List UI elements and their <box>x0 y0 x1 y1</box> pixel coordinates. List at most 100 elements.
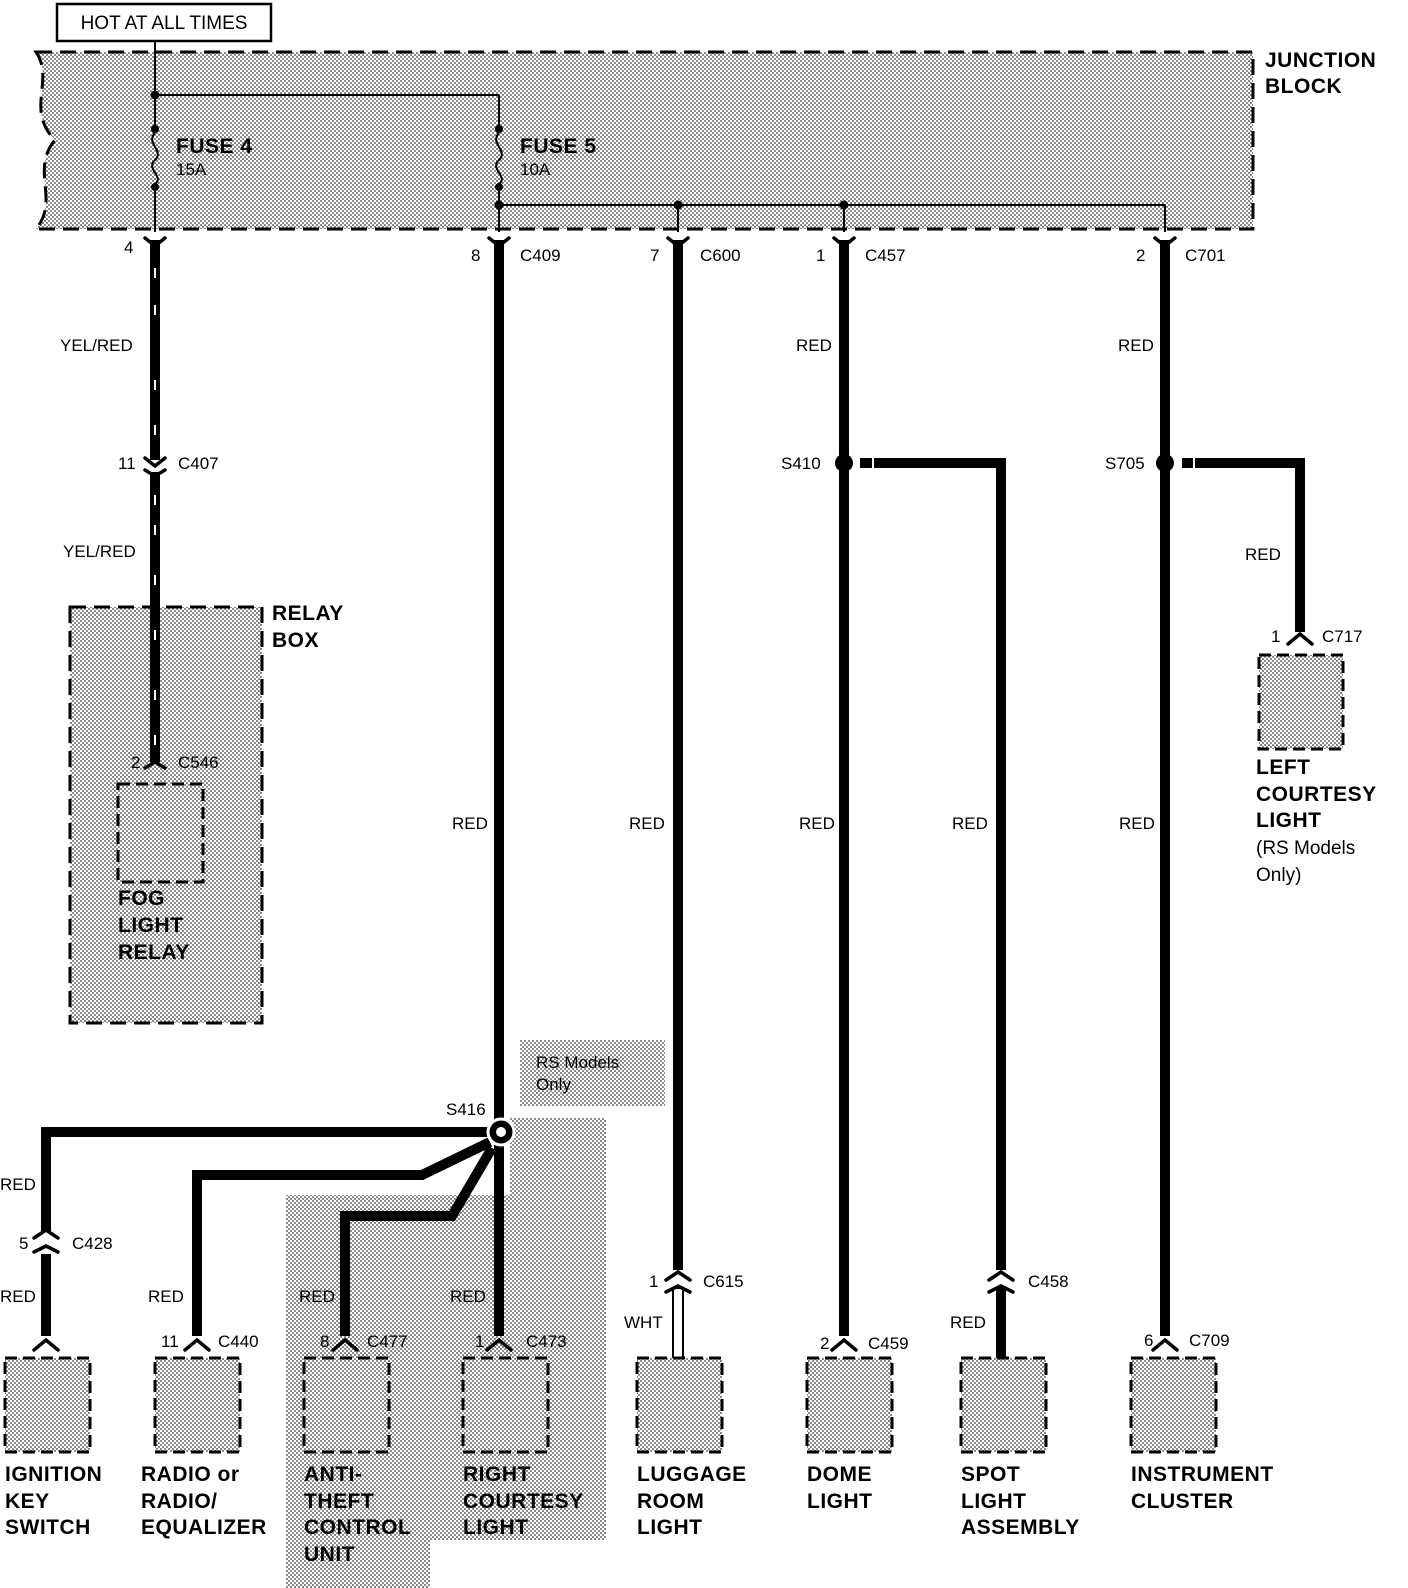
svg-text:1: 1 <box>1271 627 1280 646</box>
svg-text:SWITCH: SWITCH <box>5 1516 91 1539</box>
svg-text:CLUSTER: CLUSTER <box>1131 1490 1234 1513</box>
svg-text:11: 11 <box>118 454 136 473</box>
svg-text:2: 2 <box>131 753 140 772</box>
hot-at-all-times-box <box>55 2 273 43</box>
svg-text:4: 4 <box>124 238 133 257</box>
connector-labels: 4 8 C409 7 C600 1 C457 2 C701 11 C407 2 … <box>19 238 1363 1353</box>
svg-text:RADIO/: RADIO/ <box>141 1490 218 1513</box>
svg-text:ROOM: ROOM <box>637 1490 704 1513</box>
svg-text:2: 2 <box>1136 246 1145 265</box>
anti-theft-control-unit-label: ANTI- THEFT CONTROL UNIT <box>304 1463 411 1566</box>
svg-text:C709: C709 <box>1189 1331 1230 1350</box>
svg-text:RED: RED <box>0 1175 36 1194</box>
svg-text:COURTESY: COURTESY <box>463 1490 584 1513</box>
branch-gap-marks <box>872 458 1195 468</box>
splice-s416-center <box>496 1127 506 1137</box>
svg-text:2: 2 <box>820 1334 829 1353</box>
svg-text:LIGHT: LIGHT <box>1256 809 1322 832</box>
fuse-5: FUSE 5 10A <box>495 125 596 191</box>
luggage-room-light-box <box>635 1356 724 1454</box>
ignition-key-switch-label: IGNITION KEY SWITCH <box>5 1463 102 1539</box>
ignition-key-switch-box <box>3 1356 92 1454</box>
svg-text:7: 7 <box>650 246 659 265</box>
junction-block-label-1: JUNCTION <box>1265 49 1376 72</box>
right-courtesy-light-label: RIGHT COURTESY LIGHT <box>463 1463 584 1539</box>
svg-text:LIGHT: LIGHT <box>807 1490 873 1513</box>
spot-light-assembly-label: SPOT LIGHT ASSEMBLY <box>961 1463 1080 1539</box>
svg-text:RED: RED <box>799 814 835 833</box>
svg-text:LIGHT: LIGHT <box>118 914 184 937</box>
svg-text:LIGHT: LIGHT <box>463 1516 529 1539</box>
svg-text:5: 5 <box>19 1234 28 1253</box>
svg-text:C428: C428 <box>72 1234 113 1253</box>
svg-text:ASSEMBLY: ASSEMBLY <box>961 1516 1080 1539</box>
svg-text:1: 1 <box>816 246 825 265</box>
svg-text:RED: RED <box>952 814 988 833</box>
rs-only-region-right <box>510 1118 606 1540</box>
svg-text:INSTRUMENT: INSTRUMENT <box>1131 1463 1274 1486</box>
component-boxes <box>3 653 1345 1454</box>
svg-text:15A: 15A <box>176 160 207 179</box>
junction-nodes <box>150 90 849 210</box>
svg-text:RED: RED <box>796 336 832 355</box>
svg-text:RELAY: RELAY <box>118 941 190 964</box>
radio-equalizer-label: RADIO or RADIO/ EQUALIZER <box>141 1463 267 1539</box>
dome-light-label: DOME LIGHT <box>807 1463 873 1513</box>
fuse-4: FUSE 4 15A <box>151 125 253 191</box>
svg-text:EQUALIZER: EQUALIZER <box>141 1516 267 1539</box>
rs-models-note-2: Only <box>536 1075 571 1094</box>
svg-text:FUSE 4: FUSE 4 <box>176 135 253 158</box>
svg-text:6: 6 <box>1144 1331 1153 1350</box>
svg-text:1: 1 <box>649 1272 658 1291</box>
instrument-cluster-label: INSTRUMENT CLUSTER <box>1131 1463 1274 1513</box>
svg-text:LIGHT: LIGHT <box>637 1516 703 1539</box>
svg-text:RED: RED <box>452 814 488 833</box>
dome-light-box <box>805 1356 894 1454</box>
svg-text:FOG: FOG <box>118 887 165 910</box>
svg-text:LEFT: LEFT <box>1256 756 1311 779</box>
svg-text:C409: C409 <box>520 246 561 265</box>
svg-text:RED: RED <box>950 1313 986 1332</box>
svg-text:DOME: DOME <box>807 1463 872 1486</box>
svg-text:8: 8 <box>471 246 480 265</box>
svg-text:C477: C477 <box>367 1332 408 1351</box>
svg-text:RED: RED <box>299 1287 335 1306</box>
hot-at-all-times-label: HOT AT ALL TIMES <box>81 13 248 34</box>
svg-text:RED: RED <box>629 814 665 833</box>
svg-text:COURTESY: COURTESY <box>1256 783 1377 806</box>
junction-block-outline <box>32 50 1255 231</box>
svg-text:C600: C600 <box>700 246 741 265</box>
splice-s410 <box>835 454 853 472</box>
luggage-room-light-label: LUGGAGE ROOM LIGHT <box>637 1463 746 1539</box>
svg-text:(RS Models: (RS Models <box>1256 838 1355 859</box>
rs-models-note-1: RS Models <box>536 1053 619 1072</box>
wire-color-labels: YEL/RED YEL/RED RED RED RED RED RED RED … <box>0 336 1281 1332</box>
left-courtesy-light-box <box>1257 653 1345 751</box>
svg-text:RED: RED <box>1119 814 1155 833</box>
svg-text:ANTI-: ANTI- <box>304 1463 363 1486</box>
svg-text:C458: C458 <box>1028 1272 1069 1291</box>
junction-internal-wiring <box>154 41 1166 232</box>
svg-text:RED: RED <box>0 1287 36 1306</box>
instrument-cluster-box <box>1129 1356 1218 1454</box>
svg-text:YEL/RED: YEL/RED <box>63 542 136 561</box>
svg-text:RED: RED <box>450 1287 486 1306</box>
splice-s705 <box>1156 454 1174 472</box>
svg-text:IGNITION: IGNITION <box>5 1463 102 1486</box>
rs-only-region-bottom <box>286 1540 430 1588</box>
svg-text:1: 1 <box>475 1332 484 1351</box>
svg-text:S410: S410 <box>781 454 821 473</box>
svg-text:C440: C440 <box>218 1332 259 1351</box>
svg-text:WHT: WHT <box>624 1313 663 1332</box>
svg-text:8: 8 <box>320 1332 329 1351</box>
svg-text:S416: S416 <box>446 1100 486 1119</box>
svg-text:SPOT: SPOT <box>961 1463 1020 1486</box>
svg-text:UNIT: UNIT <box>304 1543 355 1566</box>
svg-text:11: 11 <box>161 1332 179 1351</box>
spot-light-assembly-box <box>959 1356 1048 1454</box>
svg-text:THEFT: THEFT <box>304 1490 374 1513</box>
wht-wire <box>672 1287 684 1361</box>
relay-box-label-1: RELAY <box>272 602 344 625</box>
right-courtesy-light-box <box>461 1356 550 1454</box>
anti-theft-control-unit-box <box>302 1356 391 1454</box>
